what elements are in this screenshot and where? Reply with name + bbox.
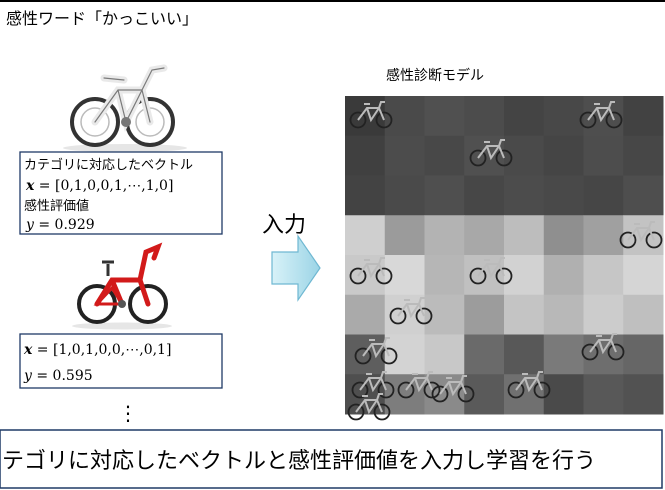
model-grid-cell <box>464 96 505 137</box>
model-grid-cell <box>543 255 584 296</box>
model-grid-cell <box>504 175 545 216</box>
card-1-heading: カテゴリに対応したベクトル <box>24 157 193 173</box>
model-grid-cell <box>384 175 425 216</box>
card-1-score-eq: = 0.929 <box>34 217 95 233</box>
model-grid-cell <box>583 215 624 256</box>
bicycle-white-illustration <box>63 64 187 152</box>
vector-card-2: x = [1,0,1,0,0,⋯,0,1] y = 0.595 <box>19 333 223 389</box>
model-grid-cell <box>543 334 584 375</box>
model-grid-cell <box>623 374 664 415</box>
model-grid-cell <box>583 374 624 415</box>
model-grid-cell <box>384 135 425 176</box>
vector-card-1: カテゴリに対応したベクトル x = [0,1,0,0,1,⋯,1,0] 感性評価… <box>19 151 223 235</box>
model-grid-cell <box>504 294 545 335</box>
caption-frame <box>0 429 663 489</box>
card-2-score: y = 0.595 <box>23 368 93 384</box>
model-grid-cell <box>424 215 465 256</box>
model-grid-cell <box>424 175 465 216</box>
model-grid-cell <box>623 135 664 176</box>
model-grid-cell <box>543 175 584 216</box>
model-grid-cell <box>384 96 425 137</box>
model-grid-cell <box>504 334 545 375</box>
model-grid-cell <box>583 334 624 375</box>
model-grid-cell <box>623 334 664 375</box>
card-1-frame <box>19 151 223 235</box>
card-2-score-eq: = 0.595 <box>32 368 93 384</box>
model-grid-cell <box>345 294 386 335</box>
model-title: 感性診断モデル <box>386 67 484 84</box>
sensibility-word-title: 感性ワード「かっこいい」 <box>6 9 198 28</box>
model-grid-cell <box>345 175 386 216</box>
model-grid-cell <box>424 135 465 176</box>
model-grid-cell <box>543 215 584 256</box>
card-2-vector-eq: = [1,0,1,0,0,⋯,0,1] <box>32 342 171 358</box>
model-grid-cell <box>384 374 425 415</box>
model-grid-cell <box>384 334 425 375</box>
footer-caption: テゴリに対応したベクトルと感性評価値を入力し学習を行う <box>2 449 596 474</box>
model-grid-cell <box>464 175 505 216</box>
bicycle-red-illustration <box>72 242 172 330</box>
model-grid-cell <box>345 135 386 176</box>
input-arrow-icon <box>271 234 321 302</box>
model-grid-cell <box>623 294 664 335</box>
model-grid-cell <box>464 294 505 335</box>
model-grid-cell <box>464 334 505 375</box>
card-2-vector: x = [1,0,1,0,0,⋯,0,1] <box>23 342 171 358</box>
card-2-vector-var: x <box>23 342 33 358</box>
model-grid-cell <box>543 96 584 137</box>
card-2-score-var: y <box>23 368 33 384</box>
model-grid-cell <box>424 334 465 375</box>
model-grid-cell <box>583 255 624 296</box>
model-grid-cell <box>504 255 545 296</box>
more-items-ellipsis: ⋮ <box>118 401 138 425</box>
model-grid-cell <box>543 135 584 176</box>
model-grid-cell <box>464 374 505 415</box>
top-border <box>0 0 665 2</box>
card-1-score-heading: 感性評価値 <box>24 198 89 214</box>
model-grid-cell <box>424 255 465 296</box>
model-grid-cell <box>424 96 465 137</box>
input-label: 入力 <box>262 213 306 238</box>
card-1-score: y = 0.929 <box>25 217 95 233</box>
card-1-score-var: y <box>25 217 35 233</box>
model-grid-cell <box>504 96 545 137</box>
model-grid-cell <box>543 374 584 415</box>
model-grid-cell <box>623 96 664 137</box>
model-grid <box>345 96 664 415</box>
model-grid-cell <box>504 135 545 176</box>
model-grid-cell <box>384 215 425 256</box>
card-1-vector: x = [0,1,0,0,1,⋯,1,0] <box>25 178 173 194</box>
model-grid-cell <box>464 215 505 256</box>
card-1-vector-eq: = [0,1,0,0,1,⋯,1,0] <box>34 178 173 194</box>
model-grid-cell <box>583 135 624 176</box>
model-grid-cell <box>623 255 664 296</box>
model-grid-cell <box>543 294 584 335</box>
model-grid-cell <box>345 215 386 256</box>
card-1-vector-var: x <box>25 178 35 194</box>
model-grid-cell <box>583 175 624 216</box>
model-grid-cell <box>623 175 664 216</box>
model-grid-cell <box>583 294 624 335</box>
model-grid-cell <box>504 215 545 256</box>
card-2-frame <box>19 333 223 389</box>
